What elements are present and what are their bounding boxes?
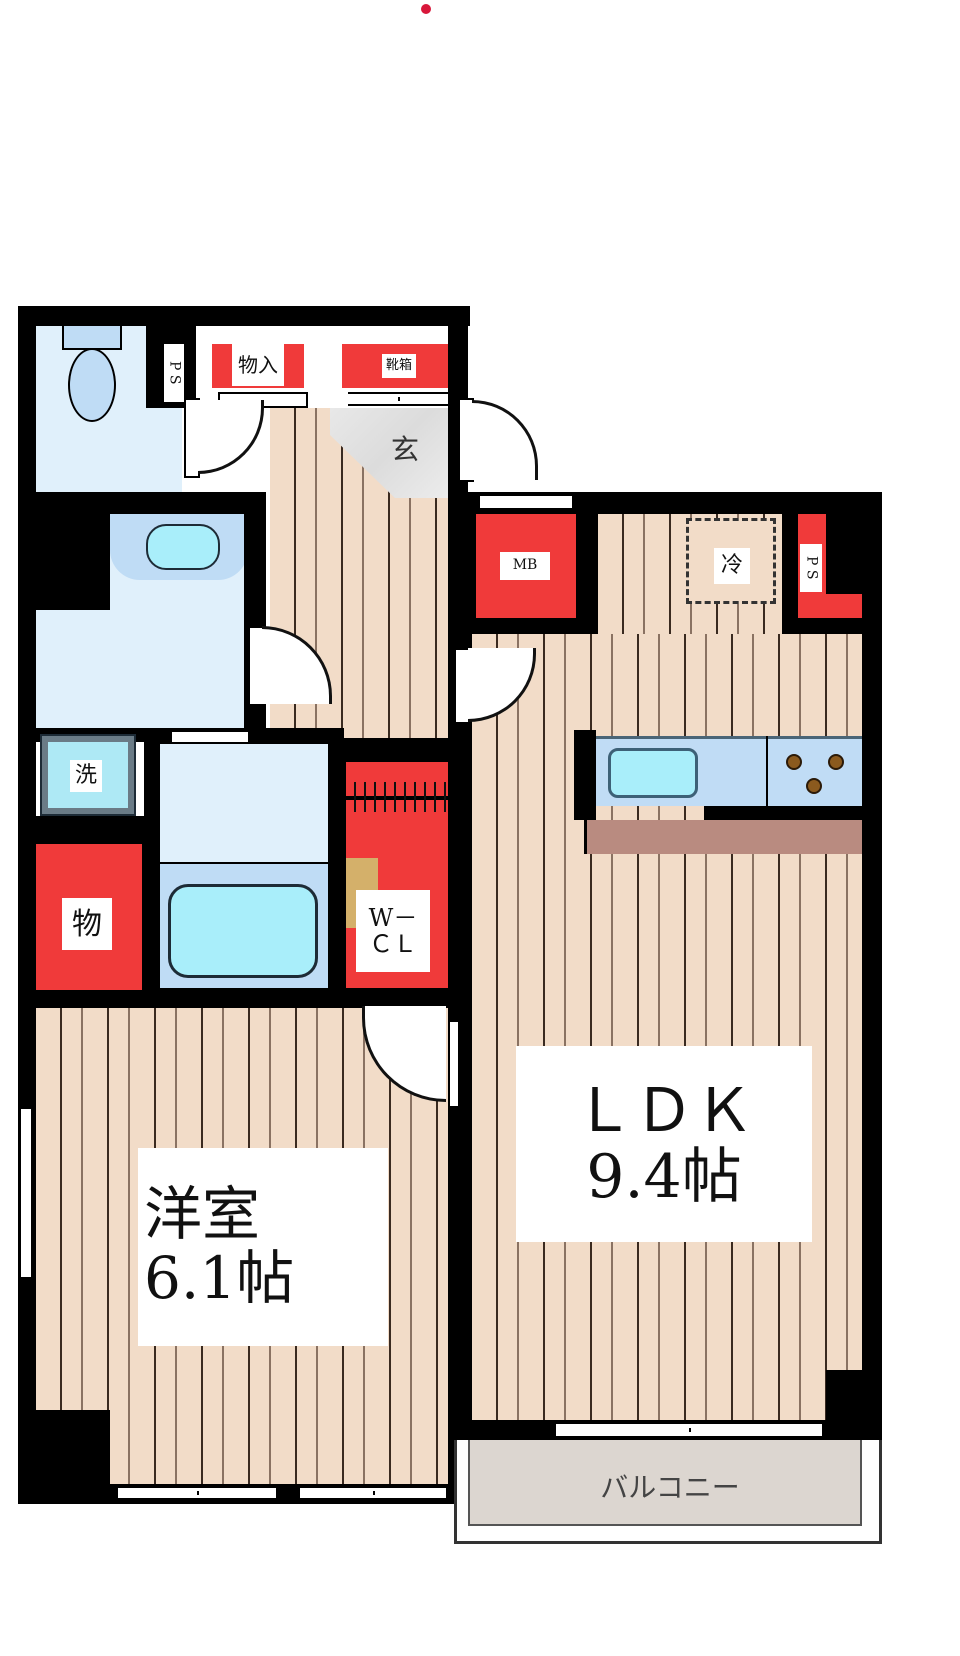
bedroom-window-1[interactable] <box>118 1486 276 1500</box>
balcony-label: バルコニー <box>600 1471 740 1504</box>
bedroom-side-window[interactable] <box>20 1108 32 1278</box>
ps-right-label: P S <box>800 544 822 592</box>
wic-hangers-icon <box>346 782 448 812</box>
wic-label-line1: W－ <box>368 903 418 932</box>
washroom-pillar <box>36 514 110 610</box>
stove-divider <box>766 736 768 806</box>
wall-ldk-left <box>458 492 472 1504</box>
western-room-size: 6.1帖 <box>144 1244 295 1312</box>
front-door-swing-icon <box>472 400 538 480</box>
balcony[interactable] <box>468 1440 862 1526</box>
stove-burner-2-icon <box>828 754 844 770</box>
wall-toilet-wash <box>36 492 262 514</box>
wall-top-left <box>18 306 470 326</box>
toilet-tank <box>62 326 122 350</box>
ldk-size: 9.4帖 <box>586 1142 742 1212</box>
fridge-label: 冷 <box>714 548 750 584</box>
bedroom-pillar <box>28 1410 110 1500</box>
stove-burner-1-icon <box>786 754 802 770</box>
wic-label: W－ ＣＬ <box>356 890 430 972</box>
western-room-floor[interactable] <box>36 1008 448 1484</box>
stove-burner-3-icon <box>806 778 822 794</box>
toilet-bowl-icon <box>68 348 116 422</box>
location-marker <box>421 4 431 14</box>
toilet-door-swing-icon <box>198 400 264 474</box>
bedroom-window-2[interactable] <box>300 1486 446 1500</box>
shoe-box-sliding-door[interactable] <box>348 392 448 406</box>
western-room-label: 洋室 6.1帖 <box>138 1148 388 1346</box>
bathroom-door[interactable] <box>170 730 250 744</box>
bathtub-icon <box>168 884 318 978</box>
ps-top-label: P S <box>164 344 184 402</box>
vanity-sink-icon <box>146 524 220 570</box>
washer-label: 洗 <box>70 760 102 792</box>
kitchen-backsplash <box>704 806 862 820</box>
storage-left-label: 物 <box>62 898 112 950</box>
ldk-window[interactable] <box>556 1422 822 1438</box>
shoe-box-label: 靴箱 <box>382 354 416 378</box>
ldk-name: ＬＤＫ <box>574 1076 754 1146</box>
wall-right <box>862 492 882 1472</box>
wall-bedroom-top <box>36 992 448 1008</box>
kitchen-sink-icon <box>608 748 698 798</box>
ps-right-red-foot <box>798 594 862 618</box>
mb-door[interactable] <box>478 494 574 510</box>
western-room-name: 洋室 <box>144 1180 261 1249</box>
wall-left <box>18 306 36 1504</box>
storage-top-label: 物入 <box>232 344 284 386</box>
bathroom-wash-area <box>160 744 328 862</box>
wic-label-line2: ＣＬ <box>369 930 417 958</box>
meter-box-label: MB <box>500 552 550 580</box>
kitchen-wall-end <box>574 730 596 820</box>
ldk-label: ＬＤＫ 9.4帖 <box>516 1046 812 1242</box>
kitchen-bar-counter <box>584 820 862 854</box>
entrance-label: 玄 <box>390 433 419 466</box>
